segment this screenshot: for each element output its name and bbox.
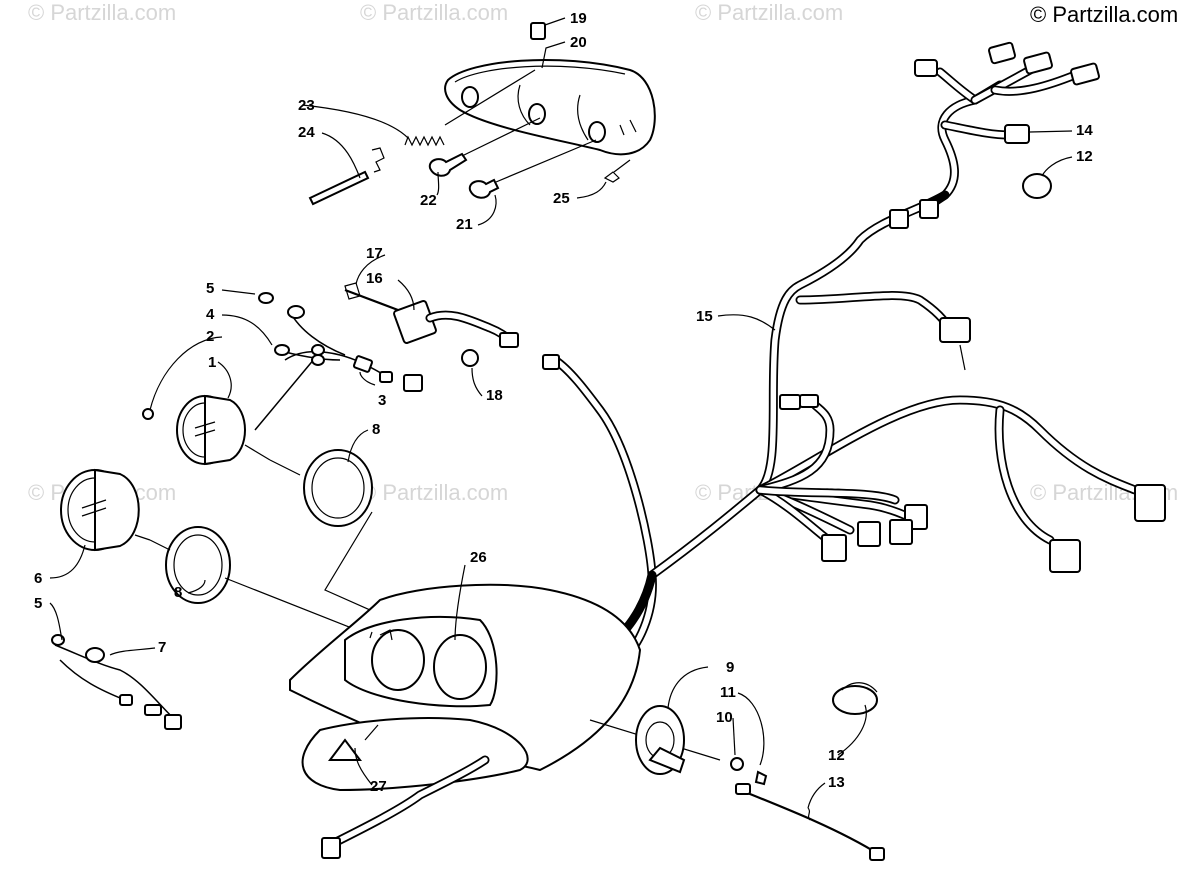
callout-16[interactable]: 16 bbox=[366, 270, 383, 287]
bezel-ring bbox=[303, 449, 373, 527]
callout-12[interactable]: 12 bbox=[828, 747, 845, 764]
harness-connectors bbox=[542, 41, 1166, 573]
callout-18[interactable]: 18 bbox=[486, 387, 503, 404]
callout-11[interactable]: 11 bbox=[720, 684, 736, 701]
watermark: © Partzilla.com bbox=[360, 480, 508, 505]
callout-leaders bbox=[49, 17, 1073, 809]
callout-4[interactable]: 4 bbox=[206, 306, 215, 323]
watermark: © Partzilla.com bbox=[695, 0, 843, 25]
callout-8[interactable]: 8 bbox=[174, 584, 182, 601]
callout-15[interactable]: 15 bbox=[696, 308, 713, 325]
gauge-small bbox=[142, 292, 423, 466]
callout-25[interactable]: 25 bbox=[553, 190, 570, 207]
gauge-large bbox=[51, 468, 182, 730]
wiring-harness bbox=[550, 65, 1140, 670]
callout-23[interactable]: 23 bbox=[298, 97, 315, 114]
regulator-assembly bbox=[344, 282, 519, 367]
watermark: © Partzilla.com bbox=[360, 0, 508, 25]
callout-5[interactable]: 5 bbox=[34, 595, 42, 612]
spring-part bbox=[404, 135, 445, 147]
dash-panel bbox=[289, 583, 642, 792]
speedo-drive bbox=[589, 705, 885, 861]
watermark: © Partzilla.com bbox=[28, 0, 176, 25]
callout-17[interactable]: 17 bbox=[366, 245, 383, 262]
callout-20[interactable]: 20 bbox=[570, 34, 587, 51]
callout-19[interactable]: 19 bbox=[570, 10, 587, 27]
callout-14[interactable]: 14 bbox=[1076, 122, 1093, 139]
callout-10[interactable]: 10 bbox=[716, 709, 733, 726]
socket-part bbox=[468, 178, 500, 199]
bulb-part bbox=[428, 152, 468, 177]
callout-13[interactable]: 13 bbox=[828, 774, 845, 791]
callout-21[interactable]: 21 bbox=[456, 216, 473, 233]
callout-27[interactable]: 27 bbox=[370, 778, 387, 795]
callout-22[interactable]: 22 bbox=[420, 192, 437, 209]
callout-3[interactable]: 3 bbox=[378, 392, 386, 409]
callout-9[interactable]: 9 bbox=[726, 659, 734, 676]
ring-part bbox=[1022, 173, 1052, 199]
callout-12[interactable]: 12 bbox=[1076, 148, 1093, 165]
callout-6[interactable]: 6 bbox=[34, 570, 42, 587]
callout-7[interactable]: 7 bbox=[158, 639, 166, 656]
callout-1[interactable]: 1 bbox=[208, 354, 216, 371]
bezel-ring bbox=[165, 526, 231, 604]
callout-2[interactable]: 2 bbox=[206, 328, 214, 345]
callout-5[interactable]: 5 bbox=[206, 280, 214, 297]
adjuster-screw bbox=[308, 170, 370, 206]
callout-26[interactable]: 26 bbox=[470, 549, 487, 566]
callout-8[interactable]: 8 bbox=[372, 421, 380, 438]
watermark-main: © Partzilla.com bbox=[1030, 2, 1178, 27]
callouts: 1 2 3 4 5 5 6 7 8 8 9 10 11 12 12 13 14 … bbox=[34, 10, 1093, 795]
headlight-assembly bbox=[444, 59, 656, 156]
callout-24[interactable]: 24 bbox=[298, 124, 315, 141]
ring-part bbox=[832, 685, 878, 715]
clip-part bbox=[530, 22, 546, 40]
